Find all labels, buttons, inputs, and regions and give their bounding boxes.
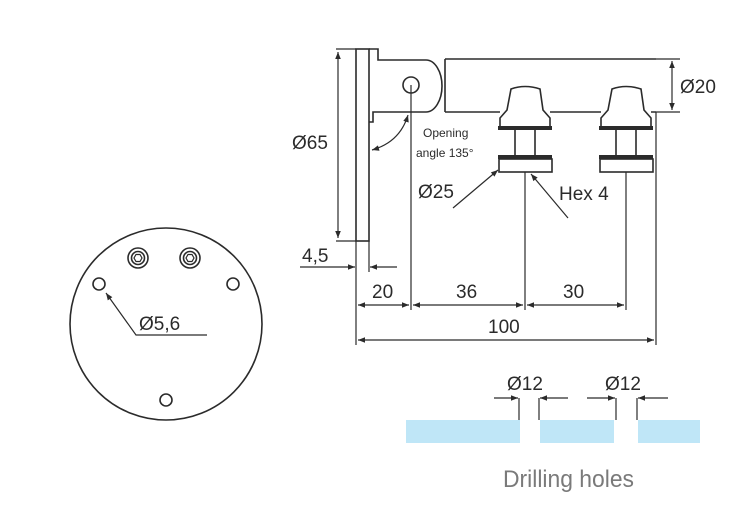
dim-36: 36 [456,282,477,303]
arm [444,58,656,113]
mounting-hole-2 [226,277,240,291]
hinge-knuckle [369,48,443,123]
dim-washer-diameter: Ø25 [418,182,454,203]
base-plate-outline [69,227,263,421]
drilling-caption: Drilling holes [503,466,634,493]
dim-drill-hole-1: Ø12 [507,374,543,395]
dim-plate-thickness: 4,5 [302,246,328,267]
clamp-knob-2 [599,85,654,173]
screw-2 [179,247,201,269]
dim-20: 20 [372,282,393,303]
mounting-hole-1 [92,277,106,291]
side-view: Ø65 Ø20 Opening angle 135° Ø25 Hex 4 4,5… [292,48,716,345]
dim-arm-diameter: Ø20 [680,77,716,98]
front-view: Ø5,6 [69,227,263,421]
mounting-hole-3 [159,393,173,407]
glass-segment-2 [540,420,614,443]
dim-30: 30 [563,282,584,303]
mounting-plate [355,48,370,242]
hex-label: Hex 4 [559,184,609,205]
glass-segment-3 [638,420,700,443]
dim-plate-diameter: Ø65 [292,133,328,154]
dim-drill-hole-2: Ø12 [605,374,641,395]
clamp-knob-1 [498,85,553,173]
opening-label-line2: angle 135° [416,146,474,160]
drilling-diagram: Ø12 Ø12 Drilling holes [406,374,700,493]
opening-label-line1: Opening [423,126,468,140]
screw-1 [127,247,149,269]
glass-segment-1 [406,420,520,443]
dim-total: 100 [488,317,520,338]
dim-hole-diameter: Ø5,6 [139,314,180,335]
